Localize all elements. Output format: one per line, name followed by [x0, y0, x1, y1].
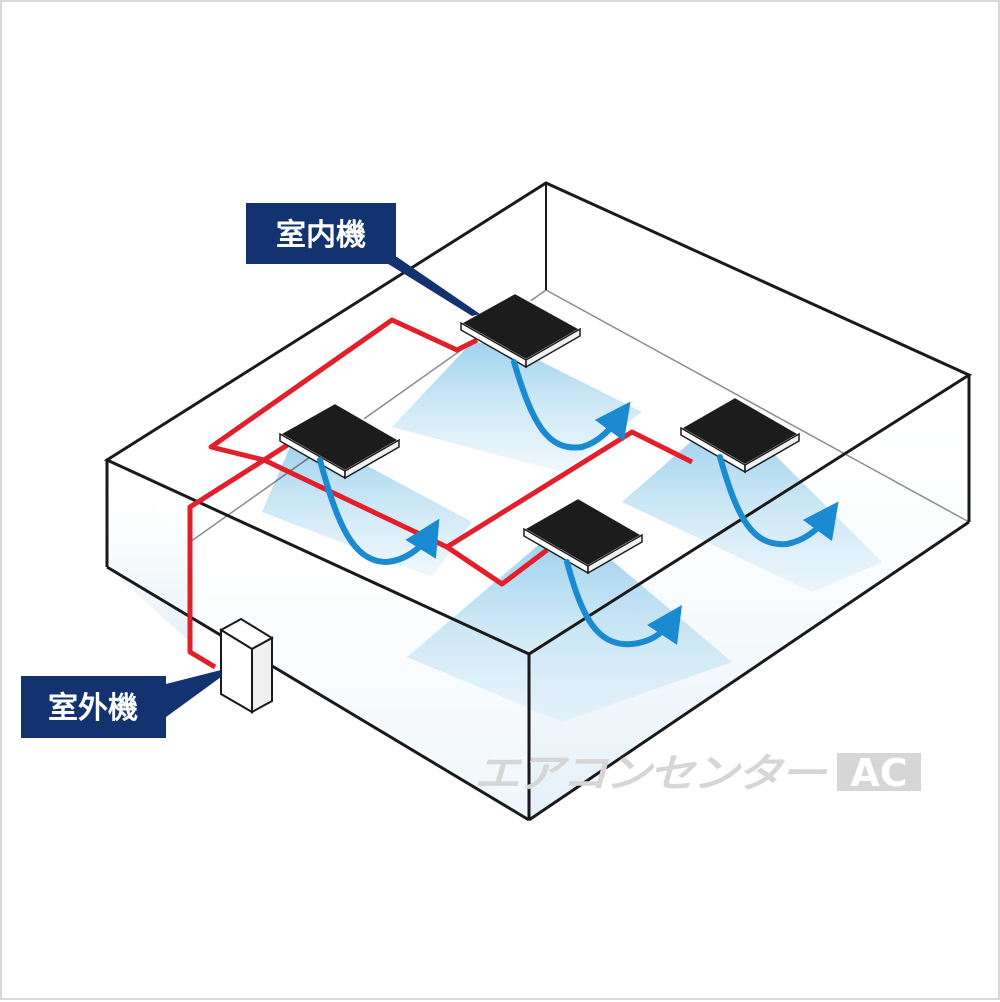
room-outline	[103, 181, 973, 822]
indoor-unit-icon	[521, 496, 645, 575]
outdoor-unit-label-text: 室外機	[48, 691, 138, 726]
indoor-unit-label: 室内機	[246, 203, 480, 316]
room-wall-tint	[107, 375, 969, 820]
airflow-arrows	[317, 359, 839, 648]
watermark-text: エアコンセンター	[474, 751, 829, 797]
indoor-unit-icon	[458, 291, 583, 369]
airflow-arrow-icon	[564, 559, 682, 648]
watermark-logo: AC	[850, 751, 907, 795]
indoor-unit-label-text: 室内機	[276, 218, 366, 253]
airflow-arrow-icon	[511, 359, 631, 451]
outdoor-unit-icon	[219, 617, 274, 714]
indoor-unit-icon	[678, 395, 802, 474]
airflow-arrow-icon	[317, 457, 440, 566]
indoor-unit-icon	[277, 401, 402, 480]
outdoor-unit-label: 室外機	[21, 670, 221, 738]
airflow-arrow-icon	[717, 454, 839, 548]
refrigerant-pipes	[187, 317, 694, 670]
watermark: エアコンセンター AC	[474, 751, 921, 797]
